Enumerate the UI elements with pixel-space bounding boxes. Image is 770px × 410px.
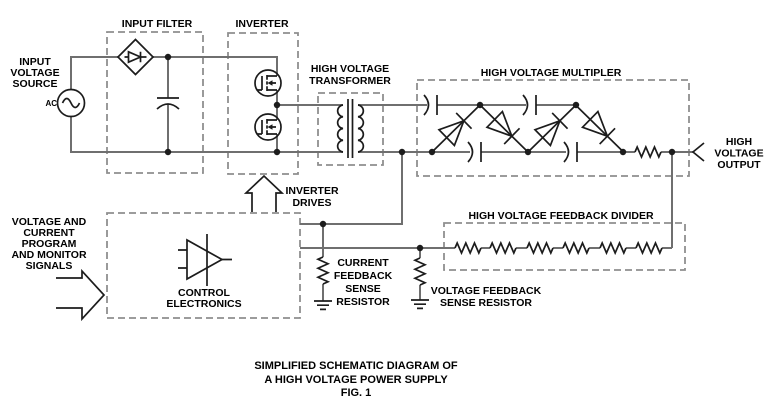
transformer-box [317,92,384,166]
caption-line-2: A HIGH VOLTAGE POWER SUPPLY [264,374,448,386]
current-sense-label-1: CURRENT [337,257,389,269]
program-signals-arrow-icon [56,268,106,322]
inverter-drives-label-2: DRIVES [292,197,331,209]
current-sense-label-3: SENSE [345,283,381,295]
voltage-feedback-wire [300,247,636,300]
ground-icon [313,300,333,311]
hv-multiplier-label: HIGH VOLTAGE MULTIPLER [481,67,622,79]
multiplier-capacitor [522,94,537,116]
divider-resistor [454,242,482,254]
divider-resistor [599,242,627,254]
divider-resistor [562,242,590,254]
bridge-rectifier-symbol [116,38,155,76]
current-sense-label-4: RESISTOR [336,296,390,308]
ac-label: AC [45,99,57,108]
mosfet-bottom-symbol [254,113,282,141]
program-signals-label-3: PROGRAM [22,238,77,250]
dashed-boxes [106,31,690,319]
input-voltage-source-label-2: VOLTAGE [10,67,59,79]
divider-resistor [635,242,663,254]
multiplier-capacitor [423,94,438,116]
inverter-drives-arrow-icon [243,174,285,212]
feedback-divider-label: HIGH VOLTAGE FEEDBACK DIVIDER [468,210,654,222]
hv-output-label-2: VOLTAGE [714,148,763,160]
inverter-label: INVERTER [235,18,289,30]
program-signals-label-2: CURRENT [23,227,75,239]
input-voltage-source-label-3: SOURCE [13,78,58,90]
program-signals-label-4: AND MONITOR [11,249,86,261]
input-loop-wire [70,56,343,153]
program-signals-label-5: SIGNALS [26,260,73,272]
ac-source-symbol [56,88,86,118]
voltage-sense-label-2: SENSE RESISTOR [440,297,532,309]
inverter-drives-label-1: INVERTER [285,185,339,197]
inverter-net-wire [276,90,343,152]
current-sense-resistor-symbol [317,256,329,285]
control-electronics-label-1: CONTROL [178,287,230,299]
hv-output-label-1: HIGH [726,136,752,148]
output-to-divider-wire [662,152,673,249]
voltage-sense-resistor-symbol [414,257,426,286]
input-filter-label: INPUT FILTER [122,18,193,30]
ground-icon [410,299,430,310]
caption-line-3: FIG. 1 [341,387,372,399]
transformer-symbol [336,99,365,158]
caption-line-1: SIMPLIFIED SCHEMATIC DIAGRAM OF [254,360,458,372]
multiplier-capacitor [467,141,482,163]
input-filter-box [106,31,204,174]
divider-resistor [489,242,517,254]
program-signals-label-1: VOLTAGE AND [12,216,87,228]
multiplier-capacitors [423,94,578,163]
op-amp-symbol [178,234,232,286]
junction-dots [164,53,676,252]
inverter-box [227,32,299,175]
mosfet-top-symbol [254,69,282,97]
hv-transformer-label-1: HIGH VOLTAGE [311,63,389,75]
input-voltage-source-label-1: INPUT [19,56,51,68]
multiplier-box [416,79,690,177]
output-chevron-icon [691,142,705,162]
current-sense-label-2: FEEDBACK [334,270,393,282]
multiplier-capacitor [563,141,578,163]
control-electronics-label-2: ELECTRONICS [166,298,241,310]
filter-capacitor-symbol [156,97,180,110]
hv-output-label-3: OUTPUT [717,159,761,171]
divider-resistor [526,242,554,254]
feedback-divider-box [443,222,686,271]
current-feedback-wire [300,152,403,301]
control-electronics-box [106,212,301,319]
output-series-resistor-symbol [634,146,662,158]
hv-transformer-label-2: TRANSFORMER [309,75,391,87]
voltage-sense-label-1: VOLTAGE FEEDBACK [431,285,542,297]
